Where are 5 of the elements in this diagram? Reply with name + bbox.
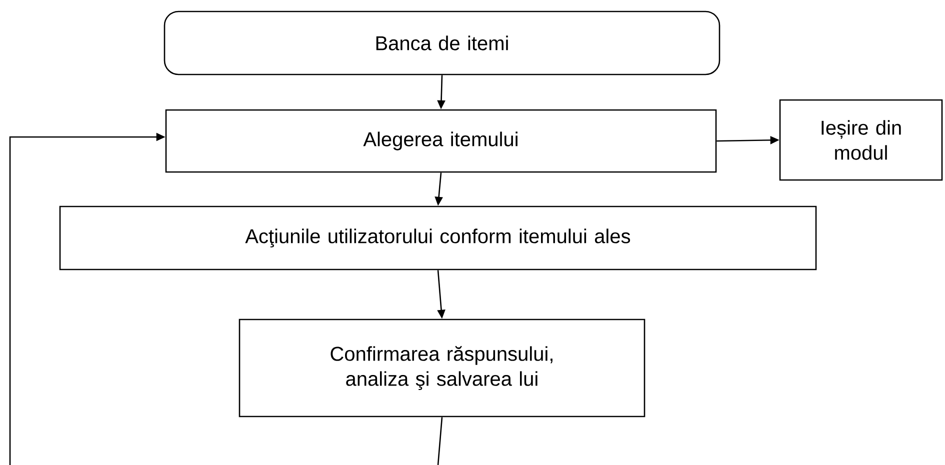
rounded-box: Banca de itemi bbox=[164, 10, 720, 76]
process-box: Alegerea itemului bbox=[165, 109, 717, 173]
exit-box: Ieșire din modul bbox=[779, 99, 943, 181]
process-box: Acţiunile utilizatorului conform itemului ales bbox=[59, 206, 817, 270]
process-box: Confirmarea răspunsului, analiza şi salvarea lui bbox=[238, 318, 646, 418]
